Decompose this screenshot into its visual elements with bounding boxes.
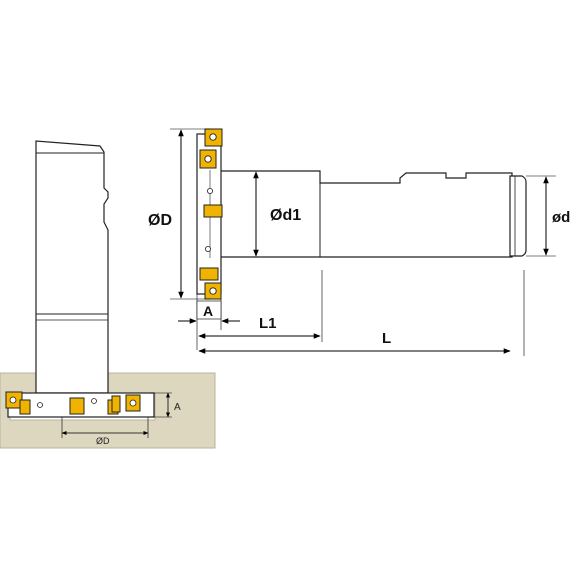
t-slot-inset-view: A ØD xyxy=(0,140,216,449)
a-label-box xyxy=(196,300,222,320)
insert-bottom-screw xyxy=(209,287,217,295)
inset-screw-right xyxy=(129,399,137,407)
od1-label: Ød1 xyxy=(270,207,301,224)
l-label: L xyxy=(382,330,391,347)
inset-a-label: A xyxy=(174,402,181,413)
insert-upper-screw xyxy=(204,155,212,163)
insert-mid-screw xyxy=(204,245,211,252)
inset-screw-2 xyxy=(37,402,43,408)
inset-screw-left xyxy=(9,396,17,404)
insert-top-screw xyxy=(209,133,217,141)
od-label: ØD xyxy=(148,212,172,229)
shank-end-ring xyxy=(509,175,527,257)
cutter-side-view: ØD Ød1 ød A L1 L xyxy=(148,128,570,356)
insert-mid-upper-screw xyxy=(206,187,213,194)
d-label: ød xyxy=(552,209,570,226)
insert-lower xyxy=(199,267,219,281)
insert-mid-upper xyxy=(203,204,223,218)
inset-d-label: ØD xyxy=(96,436,110,446)
a-label: A xyxy=(203,303,213,319)
inset-screw-3 xyxy=(91,398,97,404)
holder-shank xyxy=(35,140,109,394)
inset-insert-2 xyxy=(19,399,31,415)
l1-label: L1 xyxy=(259,315,277,332)
inset-insert-5 xyxy=(111,395,121,413)
inset-insert-3 xyxy=(69,397,85,415)
cutter-shank xyxy=(219,170,513,258)
